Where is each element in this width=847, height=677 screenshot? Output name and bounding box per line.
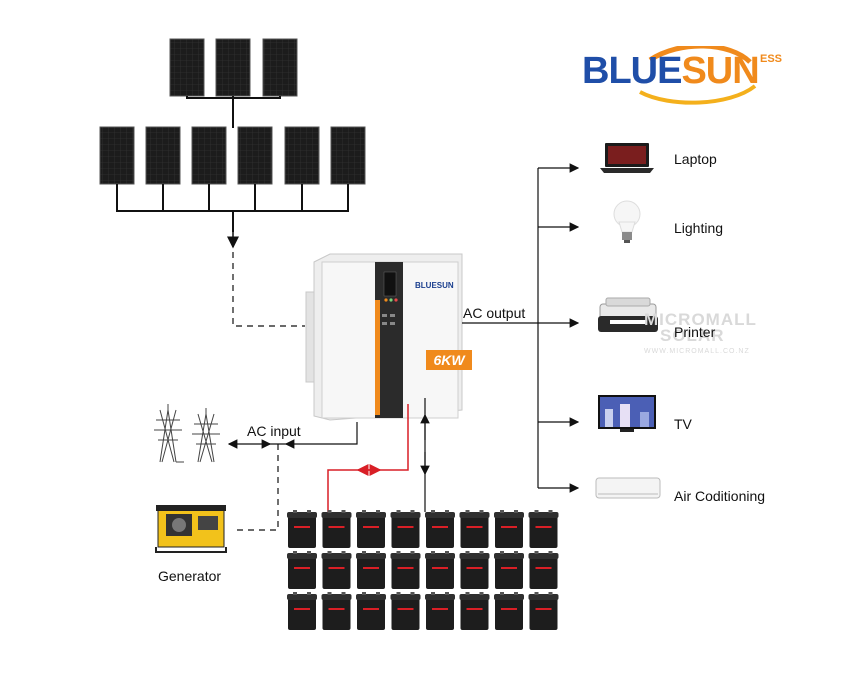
generator-line bbox=[232, 444, 279, 531]
solar-panel bbox=[145, 126, 181, 185]
solar-panel bbox=[262, 38, 298, 97]
battery-unit bbox=[494, 510, 524, 548]
battery-unit bbox=[356, 592, 386, 630]
bluesun-logo bbox=[580, 43, 800, 106]
solar-panel bbox=[215, 38, 251, 97]
ac-output-label: AC output bbox=[463, 305, 526, 321]
watermark-line3: WWW.MICROMALL.CO.NZ bbox=[644, 348, 750, 355]
watermark-line1: MICROMALL bbox=[644, 310, 757, 329]
brand-suffix: ESS bbox=[760, 53, 783, 65]
battery-dc-line bbox=[327, 464, 382, 512]
battery-unit bbox=[321, 592, 352, 630]
tv-icon bbox=[598, 395, 656, 432]
light-bulb-icon bbox=[613, 200, 641, 243]
battery-unit bbox=[356, 551, 386, 589]
inverter-power-badge: 6KW bbox=[426, 350, 472, 370]
solar-panel bbox=[284, 126, 320, 185]
top-array-wiring bbox=[186, 96, 281, 128]
battery-unit bbox=[287, 510, 317, 548]
laptop-icon bbox=[600, 143, 654, 173]
load-label-tv: TV bbox=[674, 416, 692, 432]
battery-unit bbox=[425, 551, 455, 589]
solar-array-top bbox=[169, 38, 298, 97]
load-label-air-conditioning: Air Coditioning bbox=[674, 488, 766, 504]
logo-swoosh bbox=[639, 43, 757, 105]
battery-unit bbox=[390, 592, 421, 630]
brand-name-part2: SUN bbox=[681, 50, 759, 92]
load-label-lighting: Lighting bbox=[674, 220, 724, 236]
battery-bank bbox=[287, 510, 559, 630]
battery-unit bbox=[528, 510, 559, 548]
printer-icon bbox=[598, 297, 658, 332]
solar-panel bbox=[237, 126, 273, 185]
battery-unit bbox=[459, 592, 490, 630]
pv-dc-line bbox=[232, 252, 305, 327]
generator-label: Generator bbox=[158, 568, 222, 584]
battery-unit bbox=[425, 510, 455, 548]
battery-unit bbox=[287, 551, 317, 589]
bottom-array-wiring bbox=[116, 184, 349, 232]
generator-icon bbox=[155, 505, 227, 553]
battery-unit bbox=[494, 592, 524, 630]
battery-unit bbox=[321, 551, 352, 589]
battery-unit bbox=[528, 592, 559, 630]
battery-unit bbox=[321, 510, 352, 548]
solar-panel bbox=[99, 126, 135, 185]
battery-unit bbox=[287, 592, 317, 630]
air-conditioner-icon bbox=[595, 477, 661, 499]
battery-unit bbox=[390, 510, 421, 548]
battery-unit bbox=[425, 592, 455, 630]
inverter bbox=[305, 253, 463, 421]
battery-unit bbox=[459, 510, 490, 548]
battery-unit bbox=[390, 551, 421, 589]
watermark: MICROMALL SOLAR WWW.MICROMALL.CO.NZ bbox=[620, 310, 757, 360]
solar-array-bottom bbox=[99, 126, 366, 185]
ac-input-label: AC input bbox=[247, 423, 301, 439]
solar-panel bbox=[169, 38, 205, 97]
inverter-brand: BLUESUN bbox=[415, 281, 454, 290]
power-pylons-icon bbox=[154, 404, 220, 463]
watermark-line2: SOLAR bbox=[660, 326, 725, 345]
brand-name-part1: BLUE bbox=[582, 50, 682, 92]
grid-line bbox=[229, 422, 358, 445]
battery-unit bbox=[356, 510, 386, 548]
battery-unit bbox=[494, 551, 524, 589]
battery-unit bbox=[459, 551, 490, 589]
solar-panel bbox=[191, 126, 227, 185]
battery-unit bbox=[528, 551, 559, 589]
load-label-printer: Printer bbox=[674, 324, 716, 340]
load-label-laptop: Laptop bbox=[674, 151, 717, 167]
solar-panel bbox=[330, 126, 366, 185]
brand-name: BLUESUN bbox=[582, 50, 760, 93]
